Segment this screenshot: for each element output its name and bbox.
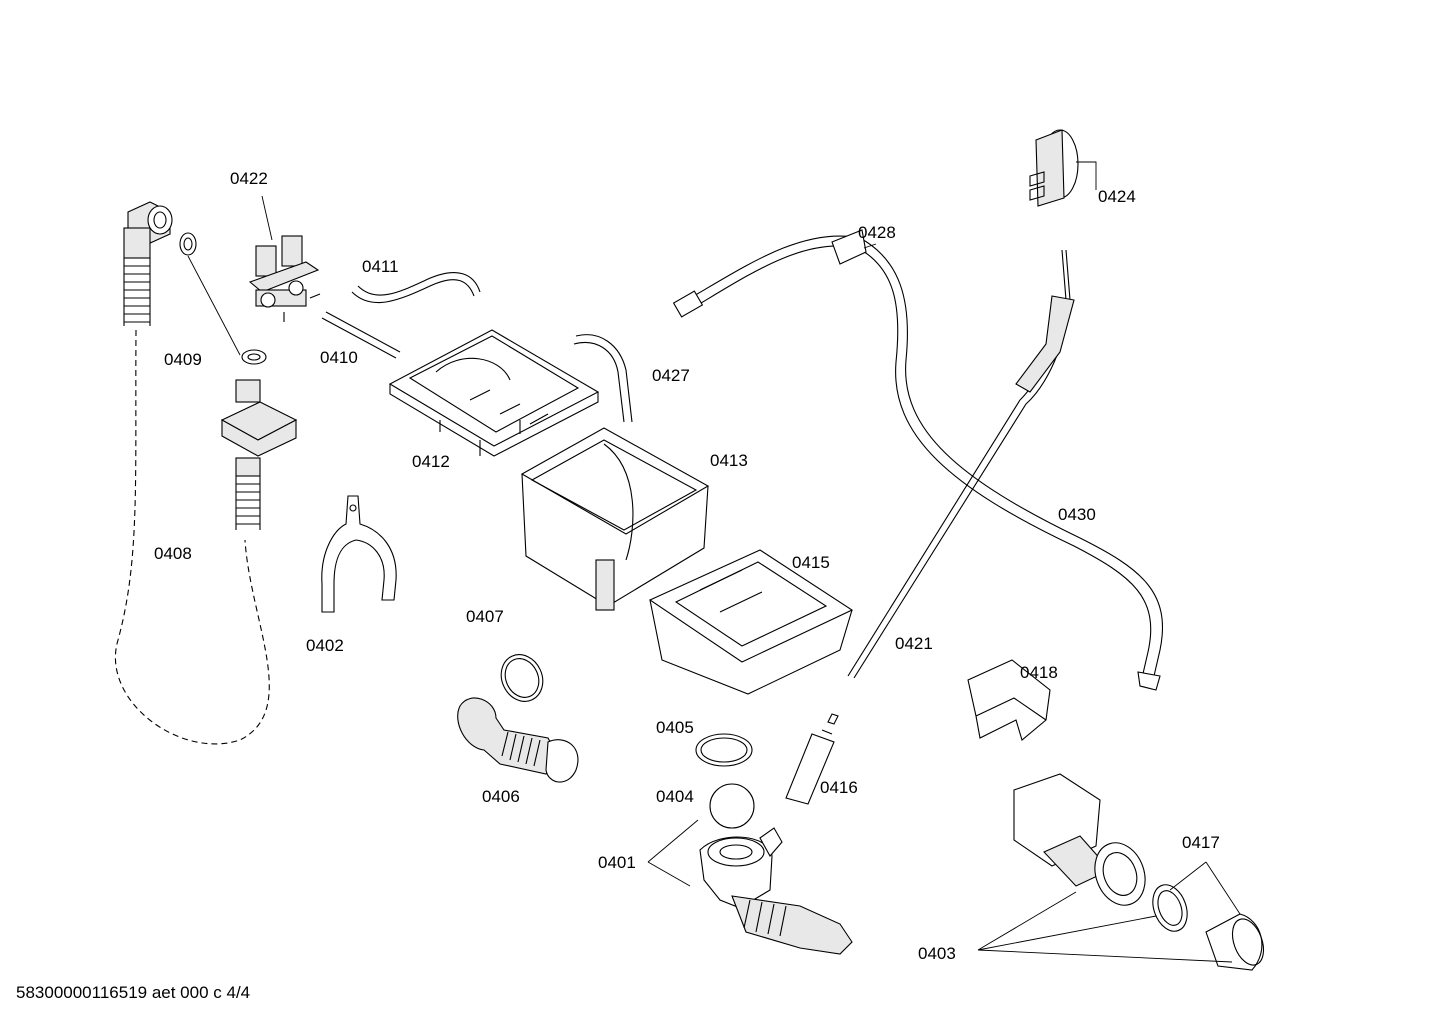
label-0403: 0403 bbox=[918, 944, 956, 963]
label-0428: 0428 bbox=[858, 223, 896, 242]
part-0403-drain-pump bbox=[977, 773, 1265, 971]
part-0422-water-valve bbox=[248, 195, 321, 322]
label-0409: 0409 bbox=[164, 350, 202, 369]
label-0416: 0416 bbox=[820, 778, 858, 797]
label-0415: 0415 bbox=[792, 553, 830, 572]
part-0408-inlet-hose bbox=[115, 201, 298, 745]
drawing-reference-footer: 58300000116519 aet 000 c 4/4 bbox=[16, 983, 251, 1002]
label-0430: 0430 bbox=[1058, 505, 1096, 524]
part-0430-hose bbox=[672, 235, 1164, 691]
part-0405-seal-ring bbox=[695, 733, 753, 767]
part-0401-sump-hose bbox=[647, 819, 853, 955]
part-0413-dispenser-housing bbox=[520, 427, 710, 611]
part-0402-hose-bracket bbox=[321, 495, 397, 613]
label-0412: 0412 bbox=[412, 452, 450, 471]
label-0424: 0424 bbox=[1098, 187, 1136, 206]
label-0413: 0413 bbox=[710, 451, 748, 470]
label-0406: 0406 bbox=[482, 787, 520, 806]
part-0407-seal-ring bbox=[500, 654, 544, 702]
label-0407: 0407 bbox=[466, 607, 504, 626]
label-0402: 0402 bbox=[306, 636, 344, 655]
label-0427: 0427 bbox=[652, 366, 690, 385]
part-0428-clip bbox=[831, 229, 877, 265]
label-0418: 0418 bbox=[1020, 663, 1058, 682]
label-0417: 0417 bbox=[1182, 833, 1220, 852]
label-0408: 0408 bbox=[154, 544, 192, 563]
part-0424-pressure-switch bbox=[1029, 129, 1097, 207]
label-0422: 0422 bbox=[230, 169, 268, 188]
label-0404: 0404 bbox=[656, 787, 694, 806]
part-0427-hose bbox=[573, 334, 633, 423]
part-0411-hose bbox=[351, 272, 481, 304]
label-0405: 0405 bbox=[656, 718, 694, 737]
part-0416-sensor bbox=[785, 713, 839, 805]
part-0410-tube bbox=[321, 311, 401, 359]
part-0418-bracket bbox=[967, 659, 1051, 741]
label-0411: 0411 bbox=[362, 257, 399, 276]
label-0410: 0410 bbox=[320, 348, 358, 367]
part-0404-ball bbox=[709, 783, 755, 829]
part-0421-pressure-tube bbox=[847, 249, 1075, 679]
label-0421: 0421 bbox=[895, 634, 933, 653]
part-0412-dispenser-cover bbox=[388, 329, 600, 457]
label-0401: 0401 bbox=[598, 853, 636, 872]
part-0409-washer bbox=[179, 232, 267, 365]
part-0406-bellows-hose bbox=[457, 697, 579, 783]
part-0415-detergent-drawer bbox=[648, 549, 854, 695]
